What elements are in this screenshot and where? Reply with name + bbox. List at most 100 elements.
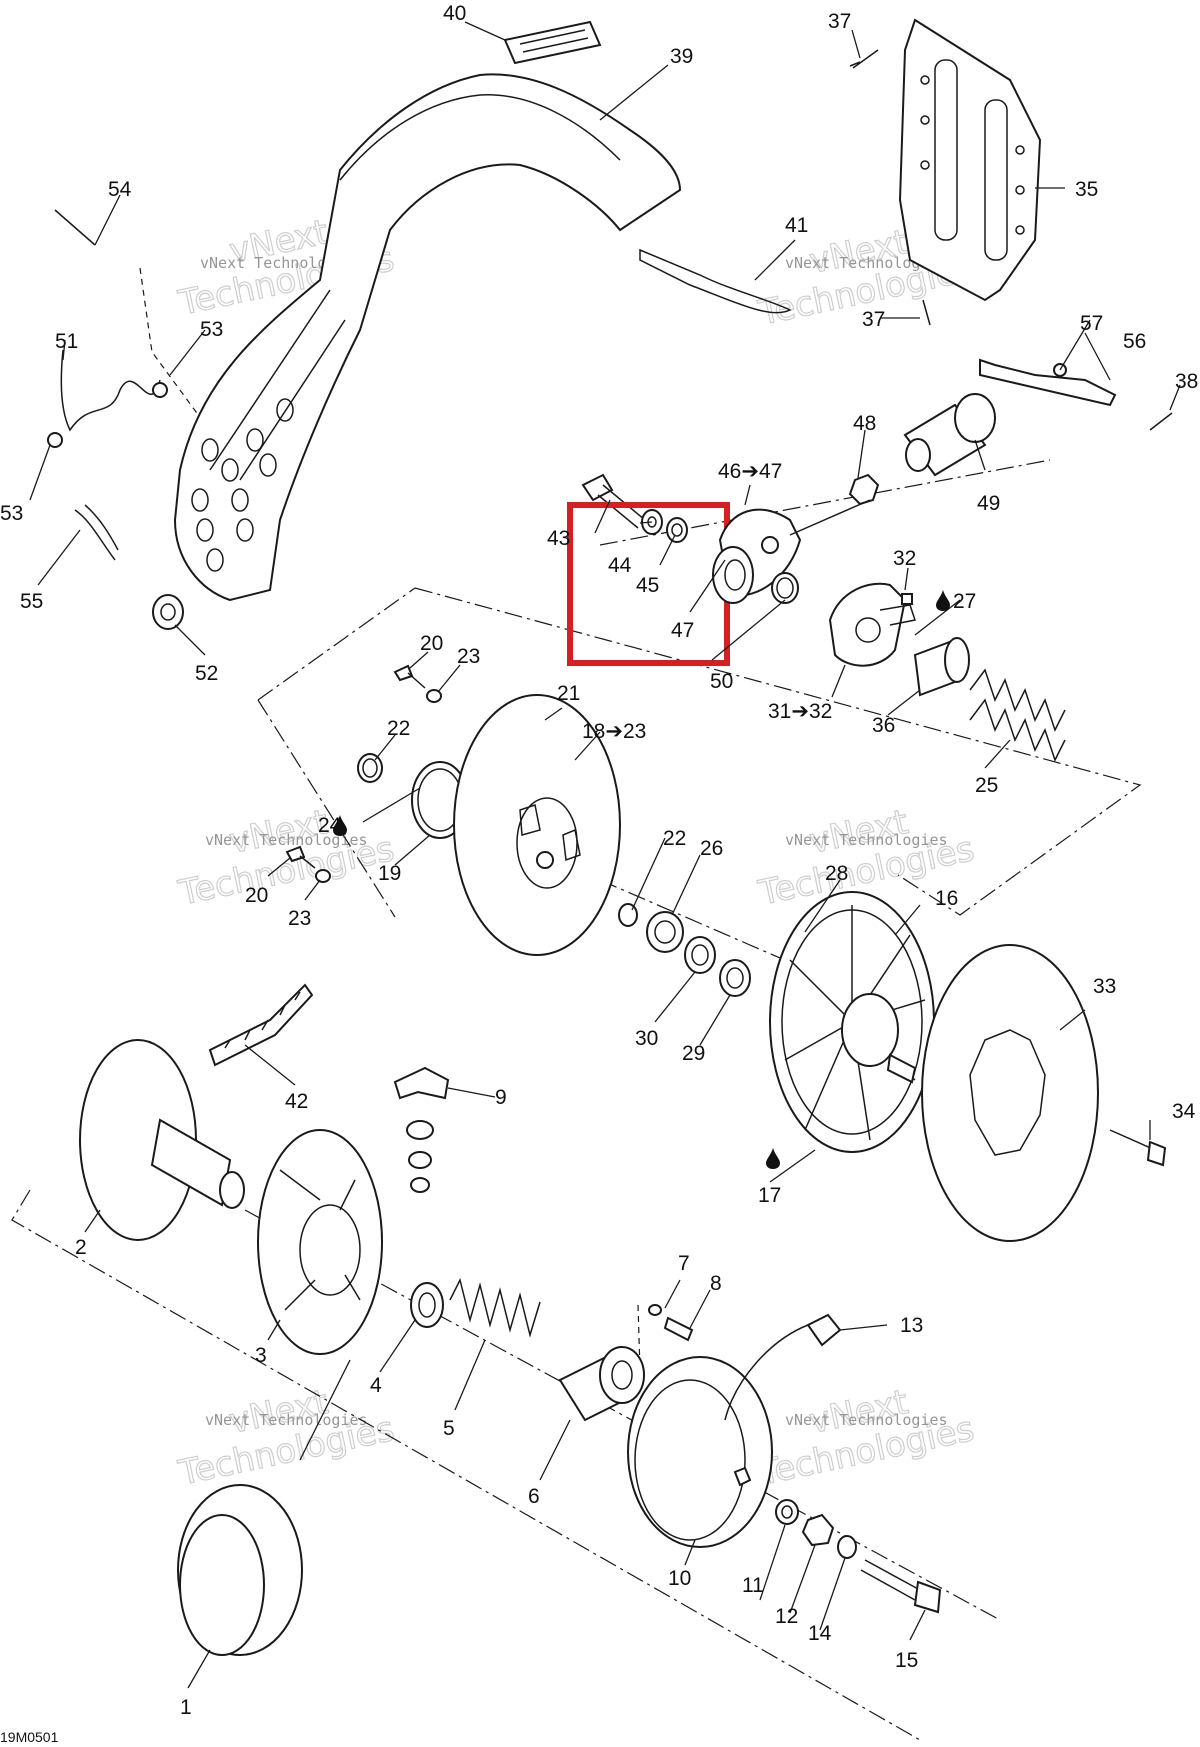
label-1: 1 [180, 1696, 192, 1719]
belt-guard [173, 73, 682, 602]
tether-cable [60, 349, 161, 432]
cam-slider-32 [901, 593, 913, 605]
housing-stud [789, 499, 871, 536]
label-36: 36 [872, 714, 895, 737]
upper-assembly-boundary [414, 587, 1142, 916]
roller-9 [393, 1066, 450, 1193]
drive-pulley-axis [244, 1209, 1001, 1621]
label-53-top: 53 [200, 318, 223, 341]
fixed-half-drive-pulley [79, 1039, 245, 1241]
label-44: 44 [608, 554, 632, 577]
o-ring-22-bottom [618, 903, 638, 927]
cam-ramp [879, 604, 916, 626]
movable-sheave [453, 694, 621, 956]
rivet-top [849, 49, 879, 69]
screw-20-bottom [285, 845, 306, 863]
bolt-34 [1109, 1129, 1167, 1167]
bolt-43 [581, 473, 646, 529]
watermark-mid-left: vNext Technologies [174, 802, 398, 915]
movable-half-drive-pulley [257, 1129, 383, 1355]
drop-icon [936, 590, 950, 611]
label-48: 48 [853, 412, 876, 435]
housing-boss [761, 536, 779, 554]
grommet [152, 594, 184, 630]
spider-4 [410, 1282, 444, 1328]
label-18: 18➔23 [582, 720, 646, 743]
belt-guard-holes [191, 398, 294, 572]
fixed-sheave [769, 891, 935, 1153]
figure-code: 19M0501 [0, 1729, 59, 1745]
label-7: 7 [678, 1252, 690, 1275]
watermark-text-bottom-right: vNext Technologies [785, 1411, 948, 1429]
label-52: 52 [195, 662, 218, 685]
label-15: 15 [895, 1649, 918, 1672]
bracket-slot [934, 59, 958, 241]
label-23-top: 23 [457, 645, 480, 668]
label-22-bottom: 22 [663, 827, 686, 850]
drive-shaft-thread [219, 1171, 245, 1209]
label-21: 21 [557, 682, 580, 705]
label-47: 47 [671, 619, 694, 642]
decal-lines [519, 29, 589, 53]
label-46: 46➔47 [718, 460, 782, 483]
label-57: 57 [1080, 312, 1103, 335]
washer-11 [775, 1499, 799, 1525]
cover-star-cutout [969, 1029, 1046, 1156]
label-9: 9 [495, 1086, 507, 1109]
cover-disc [921, 944, 1099, 1242]
washer-29 [719, 959, 751, 997]
label-24: 24 [318, 814, 342, 837]
washer-14 [837, 1535, 857, 1559]
belt-guard-rib [339, 94, 621, 181]
watermark-text-mid-left: vNext Technologies [205, 831, 368, 849]
label-53-bottom: 53 [0, 502, 23, 525]
label-19: 19 [378, 862, 401, 885]
label-28: 28 [825, 862, 848, 885]
label-16: 16 [935, 887, 958, 910]
sleeve-6 [558, 1346, 645, 1422]
bushing-36 [913, 637, 970, 697]
movable-half-disc [257, 1129, 383, 1355]
washer-30 [684, 936, 716, 974]
label-35: 35 [1075, 178, 1098, 201]
support-shaft [903, 393, 996, 477]
label-20-top: 20 [420, 632, 443, 655]
tether-eyelet-right [152, 382, 168, 398]
label-11: 11 [742, 1574, 764, 1597]
cap-1 [177, 1484, 303, 1656]
roller-bushing [406, 1120, 434, 1140]
label-8: 8 [710, 1272, 722, 1295]
roller-body [393, 1066, 450, 1100]
bracket-plate [898, 18, 1042, 302]
washer-23-bottom [315, 869, 331, 883]
label-6: 6 [528, 1485, 540, 1508]
label-45: 45 [636, 574, 659, 597]
label-43: 43 [547, 527, 570, 550]
label-26: 26 [700, 837, 723, 860]
label-31: 31➔32 [768, 700, 832, 723]
watermark-text-mid-right: vNext Technologies [785, 831, 948, 849]
governor-cup-10 [627, 1356, 773, 1548]
washer-26 [646, 911, 684, 953]
belt-guard-rib-2 [209, 289, 331, 471]
screw-8 [663, 1316, 694, 1342]
drop-icon [766, 1148, 780, 1169]
retaining-pin [639, 248, 792, 314]
ring-50 [771, 572, 799, 604]
label-3: 3 [255, 1344, 267, 1367]
watermark-bottom-left: vNext Technologies [174, 1382, 398, 1495]
washer-45 [666, 517, 688, 543]
o-ring-22-top [357, 753, 383, 783]
bearing [712, 546, 754, 604]
screw-20-top [393, 664, 414, 682]
upper-assembly-boundary-left [257, 587, 416, 701]
bolt-15 [860, 1559, 942, 1614]
support-arm [979, 358, 1117, 407]
fixed-sheave-hub [841, 993, 899, 1067]
label-39: 39 [670, 45, 693, 68]
mounting-bracket [898, 18, 1042, 302]
label-20-bottom: 20 [245, 884, 268, 907]
label-13: 13 [900, 1314, 923, 1337]
